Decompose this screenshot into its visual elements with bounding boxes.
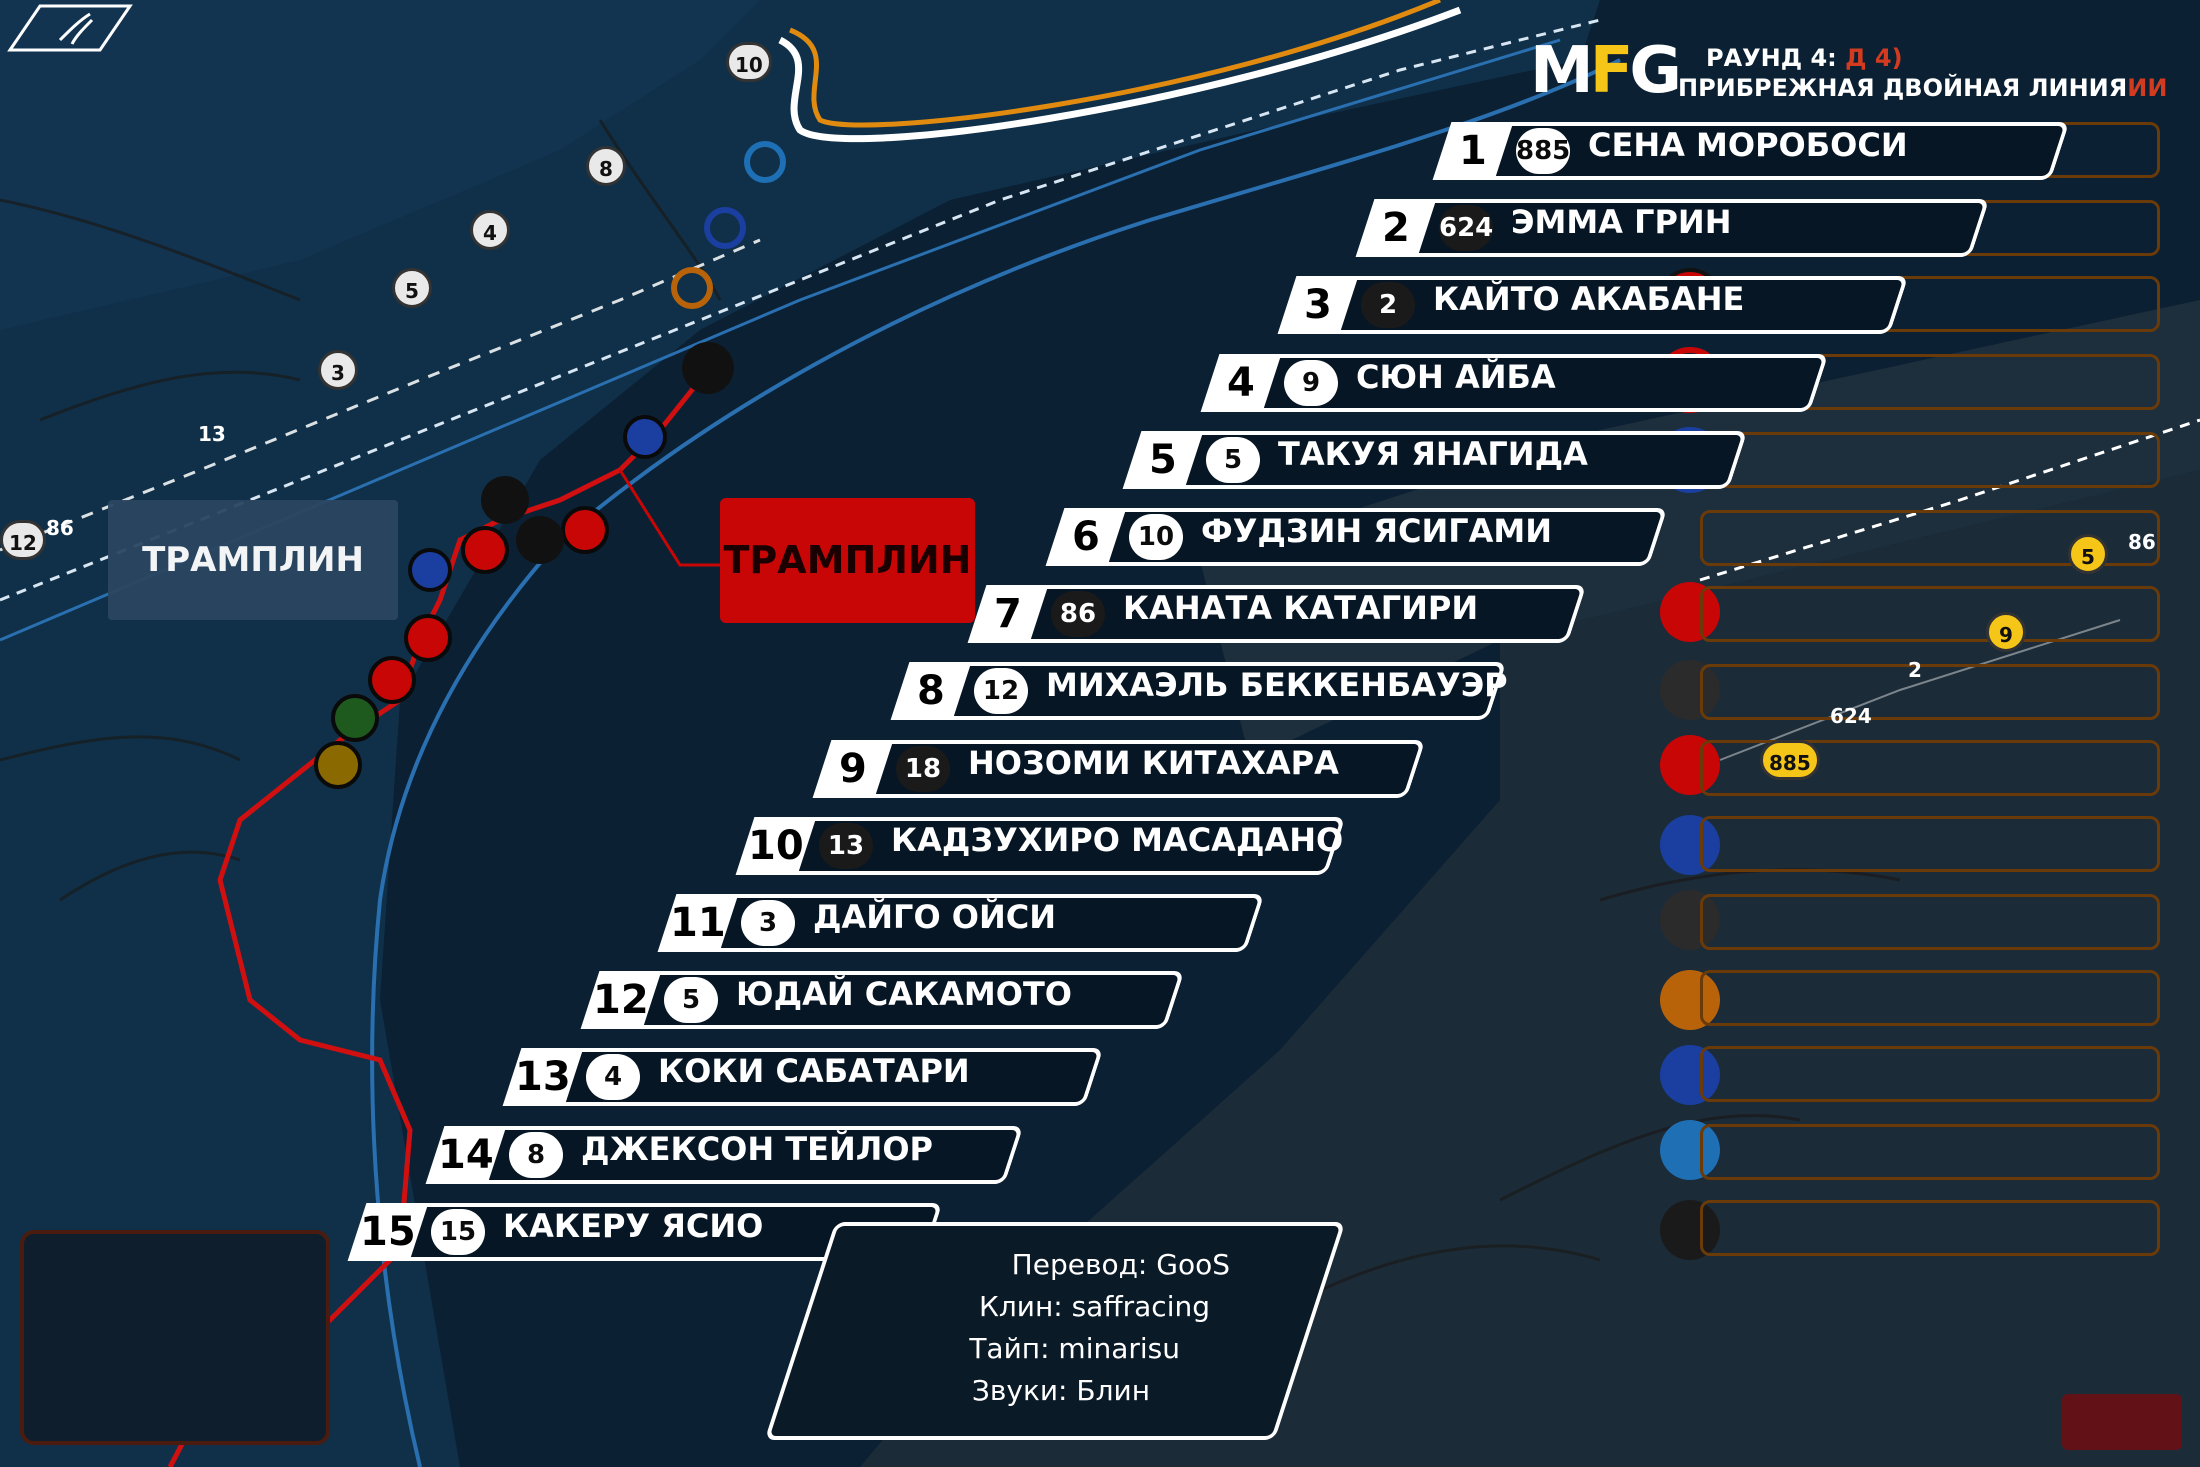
faded-row xyxy=(1700,970,2160,1026)
faded-row xyxy=(1700,1200,2160,1256)
ramp-label-right: ТРАМПЛИН xyxy=(720,498,975,623)
round-title: РАУНД 4: Д 4) xyxy=(1706,44,1903,72)
credit-line: Перевод: GooS xyxy=(1011,1248,1230,1281)
credit-line: Тайп: minarisu xyxy=(969,1332,1180,1365)
driver-name: КАДЗУХИРО МАСАДАНО xyxy=(890,820,1343,859)
ramp-label-left: ТРАМПЛИН xyxy=(108,500,398,620)
faded-row xyxy=(1700,432,2160,488)
car-number-badge: 10 xyxy=(1128,514,1183,560)
driver-name: ФУДЗИН ЯСИГАМИ xyxy=(1200,512,1552,550)
faded-row xyxy=(1700,1124,2160,1180)
car-number-badge: 624 xyxy=(1438,205,1493,252)
corner-badge xyxy=(2062,1394,2182,1450)
credit-line: Клин: saffracing xyxy=(978,1290,1210,1323)
driver-name: ДАЙГО ОЙСИ xyxy=(813,898,1057,936)
car-number-badge: 15 xyxy=(431,1208,485,1255)
car-number-label: 13 xyxy=(198,422,226,446)
faded-row xyxy=(1700,1046,2160,1102)
car-number-badge: 885 xyxy=(1760,740,1820,780)
credit-line: Звуки: Блин xyxy=(971,1374,1150,1407)
car-number-badge: 9 xyxy=(1283,359,1338,406)
position-number: 11 xyxy=(657,894,739,952)
car-number-badge: 4 xyxy=(586,1054,640,1101)
car-number-badge: 12 xyxy=(973,668,1028,715)
car-number-badge: 5 xyxy=(2068,534,2108,574)
car-number-badge: 4 xyxy=(470,210,510,250)
car-number-label: 2 xyxy=(1908,658,1922,682)
driver-name: КОКИ САБАТАРИ xyxy=(658,1052,970,1091)
faded-row xyxy=(1700,740,2160,796)
credits-text: Перевод: GooS Клин: saffracing Тайп: min… xyxy=(870,1244,1230,1412)
car-number-badge: 3 xyxy=(741,900,795,946)
driver-name: СЮН АЙБА xyxy=(1355,357,1556,396)
car-number-badge: 10 xyxy=(726,42,772,82)
driver-name: КАЙТО АКАБАНЕ xyxy=(1433,280,1745,319)
signature-logo xyxy=(7,4,133,52)
car-number-badge: 5 xyxy=(663,977,718,1024)
car-number-label: 86 xyxy=(46,516,74,540)
position-number: 14 xyxy=(425,1125,506,1184)
faded-row xyxy=(1700,664,2160,720)
car-number-badge: 8 xyxy=(586,146,626,186)
car-number-badge: 8 xyxy=(508,1131,563,1178)
driver-name: МИХАЭЛЬ БЕККЕНБАУЭР xyxy=(1045,666,1508,705)
info-panel-empty xyxy=(20,1230,330,1445)
driver-name: НОЗОМИ КИТАХАРА xyxy=(968,743,1339,782)
car-number-badge: 5 xyxy=(392,268,432,308)
driver-name: ЮДАЙ САКАМОТО xyxy=(735,975,1072,1014)
driver-name: СЕНА МОРОБОСИ xyxy=(1588,126,1908,164)
car-number-label: 624 xyxy=(1830,704,1872,728)
position-number: 13 xyxy=(502,1048,584,1107)
car-number-badge: 885 xyxy=(1516,128,1570,174)
course-title: ПРИБРЕЖНАЯ ДВОЙНАЯ ЛИНИЯИИ xyxy=(1678,74,2168,102)
car-number-badge: 5 xyxy=(1206,436,1260,483)
faded-row xyxy=(1700,586,2160,642)
car-number-badge: 2 xyxy=(1361,282,1415,329)
car-number-badge: 86 xyxy=(1051,591,1105,638)
car-number-badge: 12 xyxy=(0,520,46,560)
position-number: 10 xyxy=(735,816,816,875)
faded-row xyxy=(1700,894,2160,950)
driver-name: КАКЕРУ ЯСИО xyxy=(503,1206,764,1245)
driver-name: ТАКУЯ ЯНАГИДА xyxy=(1278,434,1588,473)
car-number-badge: 13 xyxy=(818,822,873,869)
driver-name: ЭММА ГРИН xyxy=(1510,203,1731,242)
mf-ghost-logo: MFG xyxy=(1530,34,1682,108)
car-number-label: 86 xyxy=(2128,530,2156,554)
car-number-badge: 18 xyxy=(896,745,950,792)
car-number-badge: 9 xyxy=(1986,612,2026,652)
position-number: 12 xyxy=(580,971,661,1030)
driver-name: КАНАТА КАТАГИРИ xyxy=(1123,589,1479,628)
faded-row xyxy=(1700,816,2160,872)
car-number-badge: 3 xyxy=(318,350,358,390)
driver-name: ДЖЕКСОН ТЕЙЛОР xyxy=(580,1129,933,1168)
faded-row xyxy=(1700,510,2160,566)
position-number: 15 xyxy=(347,1202,429,1261)
